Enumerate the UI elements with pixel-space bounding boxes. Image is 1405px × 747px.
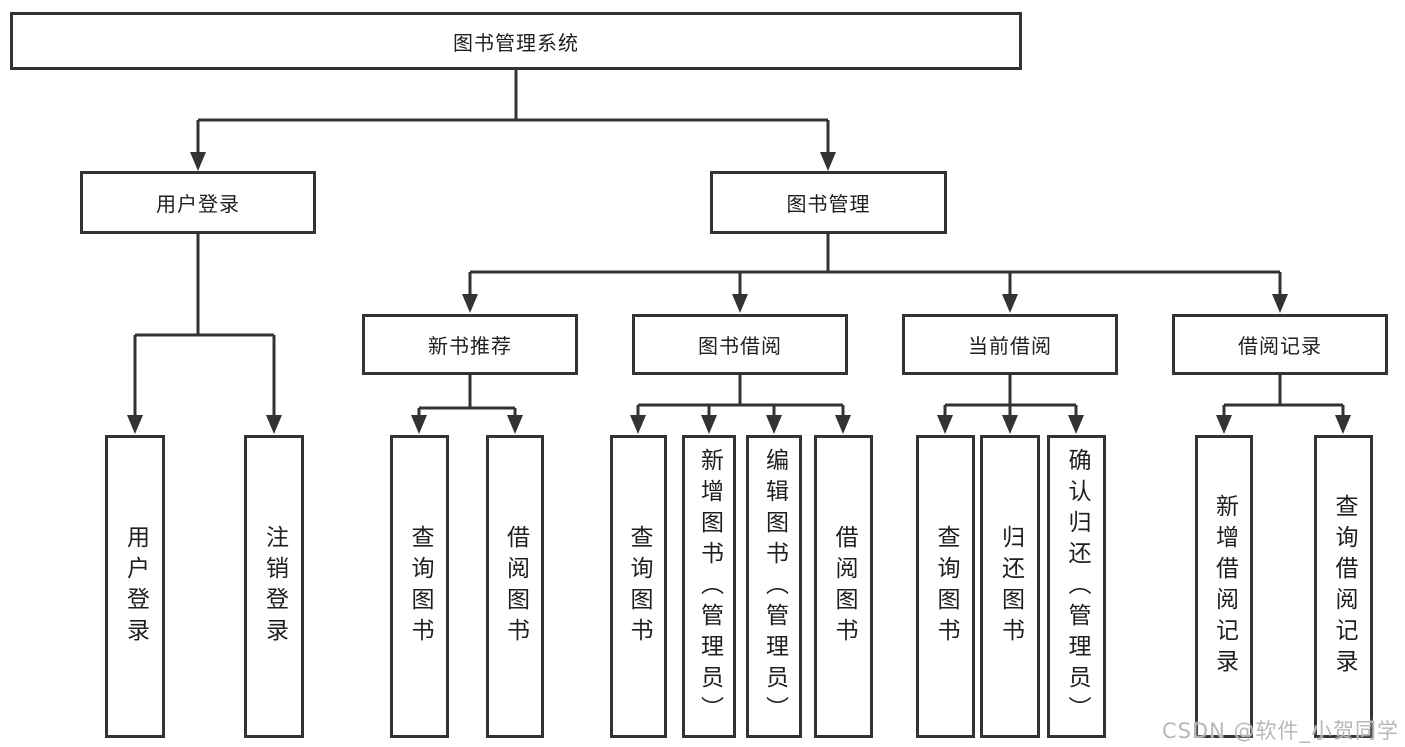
node-library-management-system: 图书管理系统 (10, 12, 1022, 70)
node-label: 新增借阅记录 (1211, 493, 1238, 680)
node-label: 用户登录 (122, 524, 149, 649)
node-label: 借阅图书 (502, 524, 529, 649)
node-book-borrow: 图书借阅 (632, 314, 848, 375)
node-label: 查询图书 (933, 524, 959, 649)
node-label: 查询借阅记录 (1331, 493, 1357, 680)
csdn-watermark: CSDN @软件_小贺同学 (1161, 719, 1399, 743)
node-label: 借阅记录 (1238, 334, 1322, 358)
node-label: 注销登录 (261, 524, 288, 649)
leaf-add-borrow-record: 新增借阅记录 (1195, 435, 1253, 738)
leaf-borrow-books-recommend: 借阅图书 (486, 435, 544, 738)
node-label: 借阅图书 (831, 524, 857, 649)
leaf-return-books: 归还图书 (980, 435, 1040, 738)
leaf-query-books-current: 查询图书 (916, 435, 975, 738)
leaf-edit-books-admin: 编辑图书（管理员） (746, 435, 802, 738)
node-book-management: 图书管理 (710, 171, 947, 234)
node-label: 图书管理系统 (453, 30, 579, 55)
leaf-query-books-recommend: 查询图书 (390, 435, 449, 738)
leaf-query-borrow-record: 查询借阅记录 (1314, 435, 1373, 738)
node-label: 查询图书 (626, 524, 652, 649)
leaf-confirm-return-admin: 确认归还（管理员） (1047, 435, 1106, 738)
node-label: 图书管理 (786, 192, 871, 216)
node-label: 新书推荐 (428, 334, 512, 358)
leaf-logout: 注销登录 (244, 435, 304, 738)
node-borrow-records: 借阅记录 (1172, 314, 1388, 375)
node-label: 当前借阅 (968, 334, 1052, 358)
node-label: 归还图书 (997, 524, 1024, 649)
node-current-borrow: 当前借阅 (902, 314, 1118, 375)
node-user-login: 用户登录 (80, 171, 316, 234)
node-label: 图书借阅 (698, 334, 782, 358)
leaf-query-books-borrow: 查询图书 (610, 435, 667, 738)
node-new-book-recommend: 新书推荐 (362, 314, 578, 375)
leaf-borrow-books: 借阅图书 (814, 435, 873, 738)
leaf-add-books-admin: 新增图书（管理员） (682, 435, 736, 738)
node-label: 确认归还（管理员） (1064, 448, 1090, 727)
node-label: 用户登录 (156, 192, 240, 216)
node-label: 查询图书 (407, 524, 433, 649)
leaf-user-login: 用户登录 (105, 435, 165, 738)
node-label: 新增图书（管理员） (696, 448, 723, 727)
node-label: 编辑图书（管理员） (761, 448, 788, 727)
